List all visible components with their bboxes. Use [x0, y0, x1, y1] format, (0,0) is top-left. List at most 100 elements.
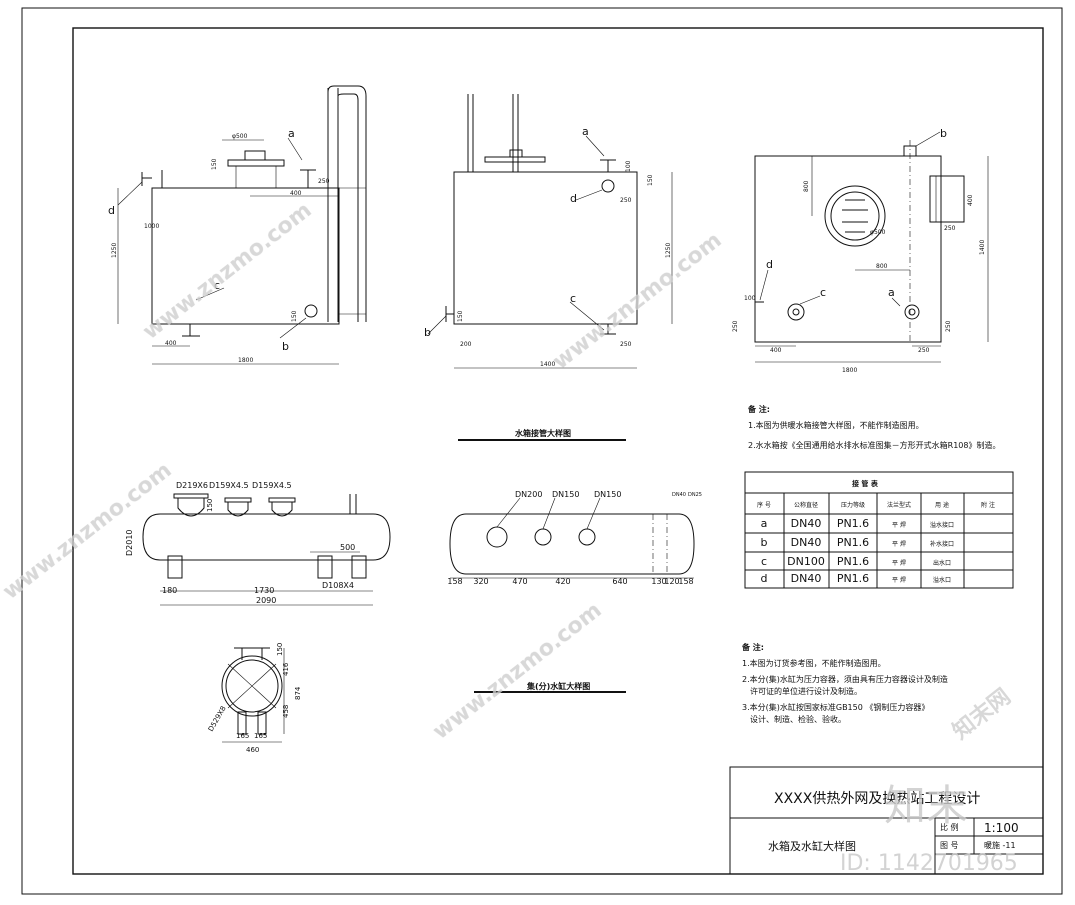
- front-dim-outlet: 150: [291, 310, 298, 322]
- notes2-line1: 1.本图为订货参考图，不能作制造图用。: [742, 658, 886, 668]
- side-label-a: a: [582, 125, 589, 138]
- side-dim-total: 1400: [540, 361, 555, 368]
- cyl-b-label1: DN200: [515, 490, 542, 499]
- pipe-table-header-cell: 压力等级: [841, 501, 865, 509]
- cyl-b-label4: DN40: [672, 492, 686, 498]
- pipe-table-cell: a: [761, 517, 768, 530]
- watermark-logo: 知末: [884, 781, 968, 830]
- pipe-table-cell: PN1.6: [837, 536, 869, 549]
- cylinder-a-shell: [142, 513, 391, 561]
- pipe-table-cell: b: [761, 536, 768, 549]
- pipe-table-header-cell: 序 号: [757, 501, 771, 509]
- cylinder-view-a: D219X6 D159X4.5 D159X4.5 D2010 150 500 D…: [125, 481, 391, 606]
- title-project: XXXX供热外网及换热站工程设计: [774, 790, 980, 807]
- top-dim-height: 1400: [979, 240, 986, 255]
- end-dim-458: 458: [282, 705, 290, 718]
- end-view-inner: [225, 659, 279, 713]
- top-dim-left: 400: [770, 347, 782, 354]
- cyl-b-dim: 470: [512, 577, 527, 586]
- top-dim-manhole-off: 800: [803, 180, 810, 192]
- end-dim-165b: 165: [254, 732, 267, 740]
- watermark-5: 知末网: [948, 684, 1016, 745]
- notes2-line2: 2.本分(集)水缸为压力容器，须由具有压力容器设计及制造: [742, 674, 948, 684]
- cyl-a-label-dia: D2010: [125, 529, 134, 556]
- title-drawing-name: 水箱及水缸大样图: [768, 839, 856, 853]
- front-label-b: b: [282, 340, 289, 353]
- title-scale-label: 比 例: [940, 822, 959, 832]
- cyl-a-label3: D159X4.5: [252, 481, 292, 490]
- pipe-table-cell: PN1.6: [837, 572, 869, 585]
- pipe-table-cell: 补水接口: [930, 540, 954, 548]
- pipe-table-cell: 平 焊: [892, 576, 906, 584]
- top-dim-right: 250: [918, 347, 930, 354]
- inner-border: [72, 27, 1044, 875]
- cyl-b-dim: 158: [447, 577, 462, 586]
- watermark-1: www.znzmo.com: [138, 198, 316, 345]
- front-label-a: a: [288, 127, 295, 140]
- pipe-table-cell: PN1.6: [837, 517, 869, 530]
- cyl-b-label2: DN150: [552, 490, 579, 499]
- end-dim-150: 150: [276, 643, 284, 656]
- top-dim-total: 1800: [842, 367, 857, 374]
- cyl-a-label2: D159X4.5: [209, 481, 249, 490]
- end-label-shell: D529X8: [207, 705, 228, 733]
- side-label-b: b: [424, 326, 431, 339]
- top-dim-ladder-w: 250: [944, 225, 956, 232]
- top-label-a: a: [888, 286, 895, 299]
- top-label-d: d: [766, 258, 773, 271]
- cyl-a-label-v: 150: [206, 499, 214, 512]
- watermark-3: www.znzmo.com: [0, 458, 177, 605]
- pipe-table-cell: DN40: [791, 517, 822, 530]
- pipe-table-cell: 溢水口: [933, 576, 951, 584]
- notes1-heading: 备 注:: [747, 404, 770, 414]
- pipe-table-cell: d: [761, 572, 768, 585]
- pipe-table-header-cell: 附 注: [981, 501, 995, 509]
- side-dim-height: 1250: [665, 243, 672, 258]
- side-label-c: c: [570, 292, 576, 305]
- notes-1: 备 注: 1.本图为供暖水箱接管大样图，不能作制造图用。 2.水水箱按《全国通用…: [747, 404, 1000, 450]
- cyl-a-label-500: 500: [340, 543, 355, 552]
- watermark-4: www.znzmo.com: [428, 598, 606, 745]
- cylinder-b-shell: [449, 513, 695, 575]
- front-dim-left: 400: [165, 340, 177, 347]
- pipe-table-cell: c: [761, 555, 767, 568]
- cyl-a-dim-1730: 1730: [254, 586, 274, 595]
- cyl-b-dim: 158: [678, 577, 693, 586]
- end-dim-874: 874: [294, 686, 302, 700]
- tank-top-view: 1800 400 250 1400 800 800 400 250 100 25…: [732, 127, 989, 374]
- front-dim-manhole: φ500: [232, 133, 248, 140]
- cyl-b-dim: 130: [651, 577, 666, 586]
- side-dim-top: 100: [625, 160, 632, 172]
- tank-side-body: [453, 171, 638, 325]
- pipe-table-header-cell: 用 途: [935, 501, 949, 509]
- watermark-id: ID: 1142701965: [840, 851, 1018, 876]
- cylinder-caption: 集(分)水缸大样图: [526, 681, 590, 691]
- pipe-table-header-cell: 法兰型式: [887, 501, 911, 509]
- cyl-a-label1: D219X6: [176, 481, 208, 490]
- end-view-outer: [221, 655, 283, 717]
- cyl-a-dim-180: 180: [162, 586, 177, 595]
- cyl-b-dim: 120: [664, 577, 679, 586]
- notes2-heading: 备 注:: [741, 642, 764, 652]
- notes2-line3: 3.本分(集)水缸按国家标准GB150 《钢制压力容器》: [742, 702, 929, 712]
- notes2-line2b: 许可证的单位进行设计及制造。: [750, 686, 862, 696]
- title-block: XXXX供热外网及换热站工程设计 水箱及水缸大样图 比 例 1:100 图 号 …: [729, 766, 1044, 875]
- notes1-line2: 2.水水箱按《全国通用给水排水标准图集－方形开式水箱R108》制造。: [748, 440, 1000, 450]
- top-label-b: b: [940, 127, 947, 140]
- tank-side-view: 1400 200 250 1250 100 150 250 150 a d c …: [424, 94, 673, 441]
- cyl-b-label3: DN150: [594, 490, 621, 499]
- front-dim-total: 1800: [238, 357, 253, 364]
- end-dim-165a: 165: [236, 732, 249, 740]
- top-dim-d-h: 100: [744, 295, 756, 302]
- notes2-line3b: 设计、制造、检验、验收。: [750, 714, 846, 724]
- top-dim-ladder: 400: [967, 194, 974, 206]
- pipe-table-cell: 溢水接口: [930, 521, 954, 529]
- side-dim-left: 200: [460, 341, 472, 348]
- tank-front-body: [151, 187, 340, 325]
- pipe-table-cell: DN40: [791, 572, 822, 585]
- side-dim-top2: 250: [620, 197, 632, 204]
- pipe-table-cell: PN1.6: [837, 555, 869, 568]
